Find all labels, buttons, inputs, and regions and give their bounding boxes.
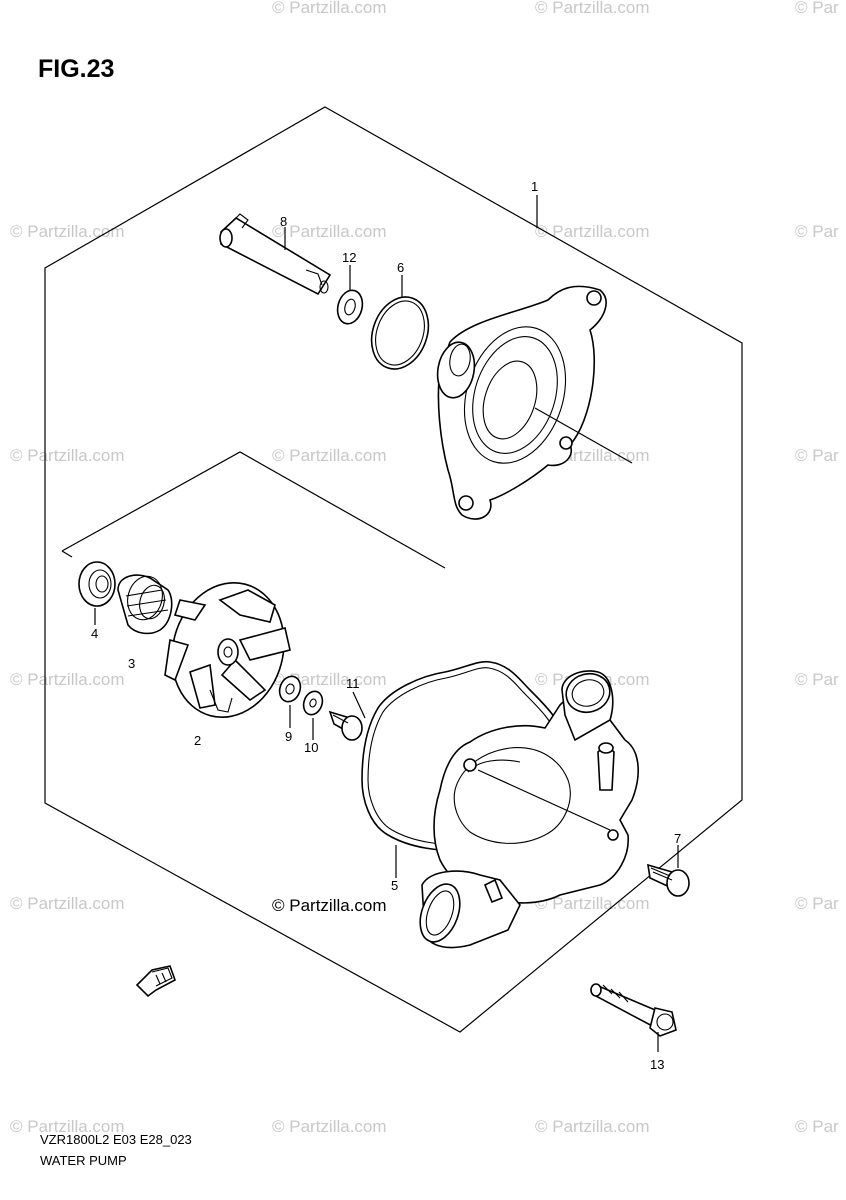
callout-13: 13 bbox=[650, 1057, 664, 1072]
callout-10: 10 bbox=[304, 740, 318, 755]
section-name-label: WATER PUMP bbox=[40, 1153, 127, 1168]
callout-3: 3 bbox=[128, 656, 135, 671]
callout-7: 7 bbox=[674, 831, 681, 846]
model-code-label: VZR1800L2 E03 E28_023 bbox=[40, 1132, 192, 1147]
callout-1: 1 bbox=[531, 179, 538, 194]
watermark-edge-text: © Par bbox=[795, 670, 839, 689]
watermark-text: © Partzilla.com bbox=[272, 446, 387, 465]
watermark-text: © Partzilla.com bbox=[272, 1117, 387, 1136]
subassembly-outline bbox=[61, 451, 446, 569]
callout-6: 6 bbox=[397, 260, 404, 275]
washer-part-9 bbox=[278, 675, 302, 728]
watermark-text: © Partzilla.com bbox=[10, 894, 125, 913]
watermark-edge-text: © Par bbox=[795, 446, 839, 465]
bolt-part-11 bbox=[328, 691, 366, 741]
washer-part-12 bbox=[336, 265, 364, 325]
callout-12: 12 bbox=[342, 250, 356, 265]
bolt-part-13 bbox=[590, 983, 677, 1052]
watermark-text: © Partzilla.com bbox=[272, 222, 387, 241]
callout-8: 8 bbox=[280, 214, 287, 229]
o-ring-part-6 bbox=[370, 275, 430, 370]
center-watermark-text: © Partzilla.com bbox=[272, 896, 387, 915]
washer-part-10 bbox=[302, 690, 324, 740]
watermark-edge-text: © Par bbox=[795, 222, 839, 241]
watermark-text: © Partzilla.com bbox=[10, 1117, 125, 1136]
watermark-text: © Partzilla.com bbox=[10, 446, 125, 465]
pump-housing-part-1 bbox=[436, 285, 633, 520]
mechanical-seal-part-3 bbox=[117, 574, 173, 635]
callout-5: 5 bbox=[391, 878, 398, 893]
watermark-text: © Partzilla.com bbox=[10, 670, 125, 689]
watermark-edge-text: © Par bbox=[795, 1117, 839, 1136]
front-direction-arrow-icon bbox=[135, 965, 176, 998]
callout-11: 11 bbox=[346, 676, 360, 691]
watermark-text: © Partzilla.com bbox=[10, 222, 125, 241]
subassembly-outline-end bbox=[61, 550, 73, 558]
watermark-text: © Partzilla.com bbox=[535, 894, 650, 913]
watermark-layer: © Partzilla.com © Partzilla.com © Par © … bbox=[10, 0, 839, 1136]
figure-title: FIG.23 bbox=[38, 55, 114, 83]
watermark-text: © Partzilla.com bbox=[535, 222, 650, 241]
bolt-part-7 bbox=[647, 845, 690, 897]
impeller-part-2 bbox=[164, 581, 291, 719]
callout-4: 4 bbox=[91, 626, 98, 641]
watermark-text: © Partzilla.com bbox=[272, 0, 387, 17]
watermark-edge-text: © Par bbox=[795, 894, 839, 913]
watermark-text: © Partzilla.com bbox=[535, 0, 650, 17]
shaft-part-8 bbox=[219, 213, 332, 296]
oil-seal-part-4 bbox=[78, 561, 116, 625]
assembly-outline-frame bbox=[44, 106, 743, 1033]
callout-9: 9 bbox=[285, 729, 292, 744]
watermark-edge-text: © Par bbox=[795, 0, 839, 17]
callout-2: 2 bbox=[194, 733, 201, 748]
water-pump-case bbox=[419, 670, 639, 949]
watermark-text: © Partzilla.com bbox=[535, 1117, 650, 1136]
